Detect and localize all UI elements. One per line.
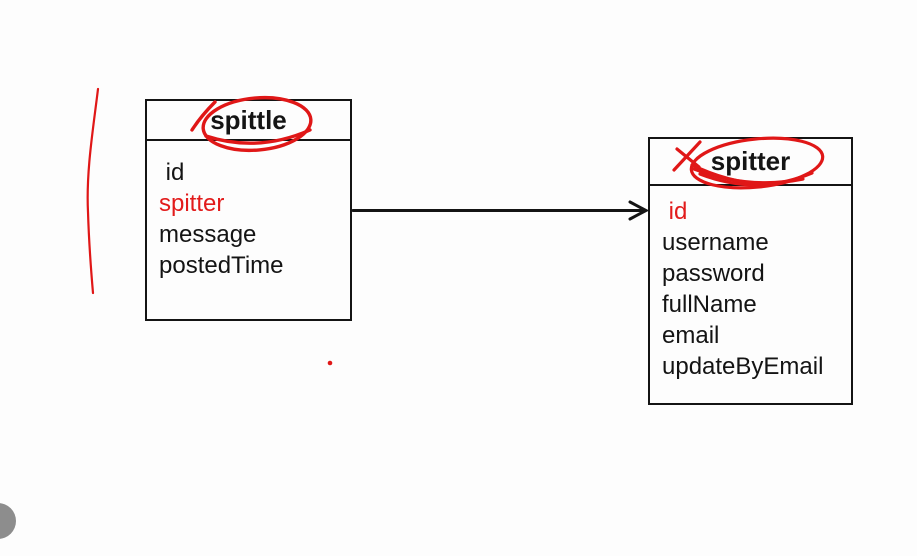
field-row: spitter bbox=[159, 190, 225, 217]
red-vertical-stroke bbox=[86, 87, 100, 295]
field-row: updateByEmail bbox=[662, 353, 824, 380]
field-row: id bbox=[159, 159, 185, 186]
field-row: message bbox=[159, 221, 257, 248]
field-row: password bbox=[662, 260, 765, 287]
field-row: id bbox=[662, 198, 688, 225]
entity-table-spitter: spitter id username password fullName em… bbox=[648, 137, 853, 405]
relation-arrow bbox=[351, 200, 650, 221]
entity-title-spitter: spitter bbox=[650, 139, 851, 186]
entity-title-spittle: spittle bbox=[147, 101, 350, 141]
red-dot bbox=[327, 360, 333, 366]
field-row: postedTime bbox=[159, 252, 284, 279]
entity-fields-spitter: id username password fullName email upda… bbox=[650, 186, 851, 382]
overlay-circle bbox=[0, 503, 16, 539]
field-row: username bbox=[662, 229, 769, 256]
field-row: email bbox=[662, 322, 720, 349]
entity-table-spittle: spittle id spitter message postedTime bbox=[145, 99, 352, 321]
arrow-head-icon bbox=[628, 200, 650, 221]
field-row: fullName bbox=[662, 291, 757, 318]
entity-fields-spittle: id spitter message postedTime bbox=[147, 141, 350, 281]
